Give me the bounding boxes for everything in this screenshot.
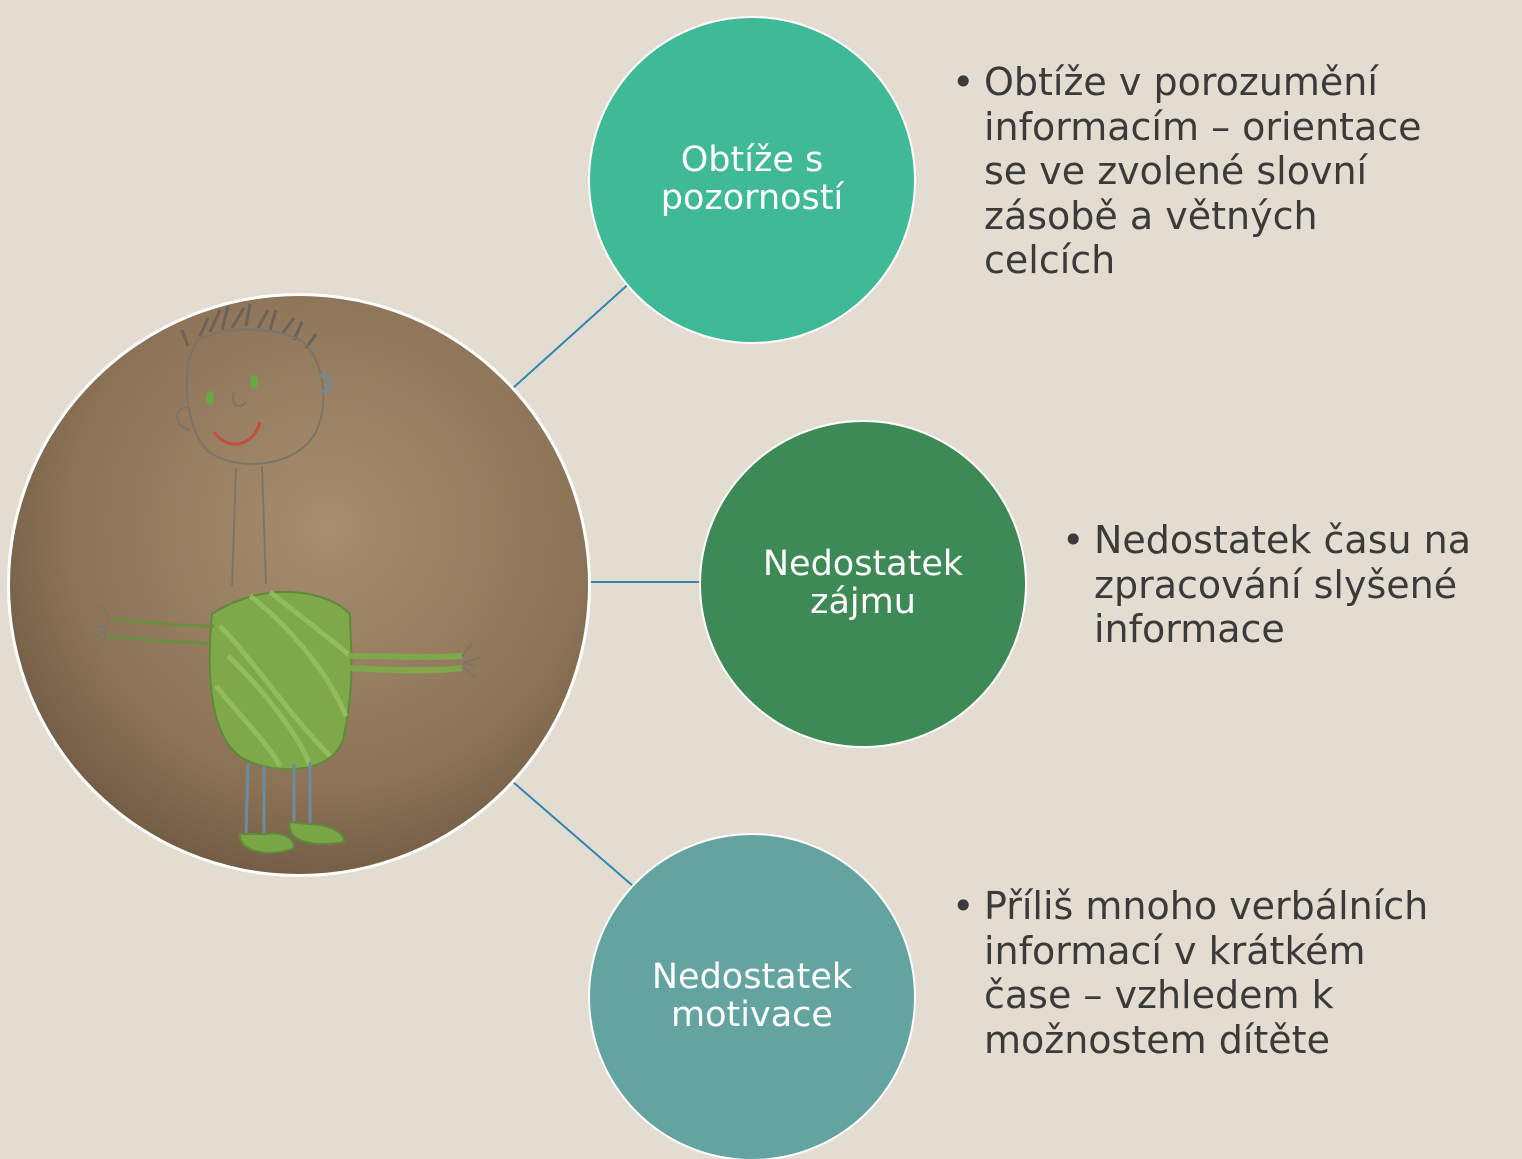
child-drawing-image <box>10 296 588 874</box>
node-label: Obtíže s pozorností <box>590 142 914 218</box>
bullet-list-2: Nedostatek času na zpracování slyšené in… <box>1062 518 1522 652</box>
node-label: Nedostatek motivace <box>590 959 914 1035</box>
node-obtize-s-pozornosti: Obtíže s pozorností <box>590 18 914 342</box>
node-nedostatek-zajmu: Nedostatek zájmu <box>701 422 1025 746</box>
bullet-item: Nedostatek času na zpracování slyšené in… <box>1062 518 1522 652</box>
bullet-item: Obtíže v porozumění informacím – orienta… <box>952 60 1432 283</box>
bullet-item: Příliš mnoho verbálních informací v krát… <box>952 884 1432 1062</box>
connector-line-1 <box>513 280 633 388</box>
bullet-list-1: Obtíže v porozumění informacím – orienta… <box>952 60 1432 283</box>
node-nedostatek-motivace: Nedostatek motivace <box>590 835 914 1159</box>
bullet-list-3: Příliš mnoho verbálních informací v krát… <box>952 884 1432 1062</box>
node-label: Nedostatek zájmu <box>701 546 1025 622</box>
hub-image-circle <box>10 296 588 874</box>
connector-line-3 <box>513 782 633 886</box>
